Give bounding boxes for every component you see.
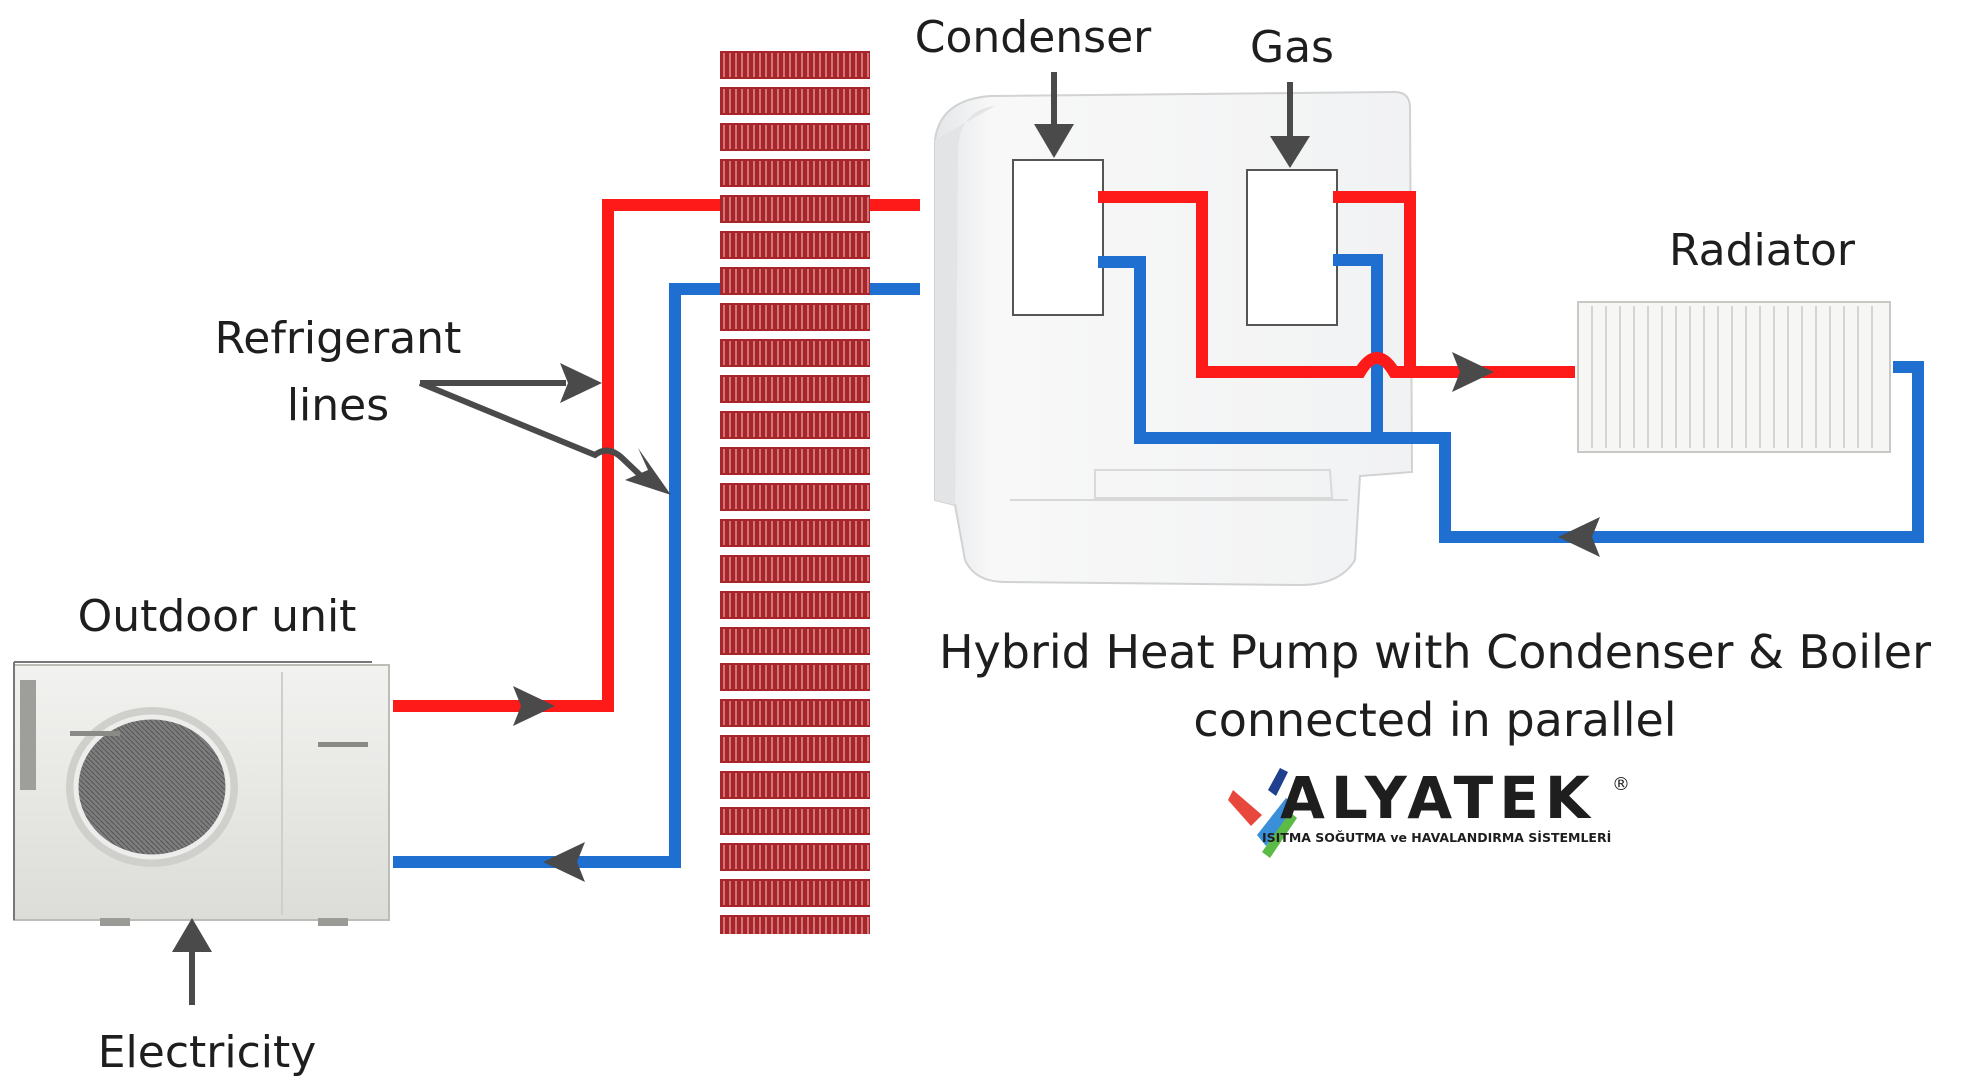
pointer-arrow-electricity bbox=[172, 918, 212, 952]
flow-arrow-return bbox=[1558, 517, 1600, 557]
label-gas: Gas bbox=[1250, 22, 1334, 73]
outdoor-unit bbox=[13, 661, 390, 926]
label-condenser: Condenser bbox=[915, 12, 1152, 63]
label-electricity: Electricity bbox=[98, 1027, 317, 1078]
flow-arrow-outdoor-in bbox=[543, 842, 585, 882]
logo-brand-text: ALYATEK bbox=[1280, 764, 1596, 832]
flow-arrow-to-radiator bbox=[1452, 352, 1494, 392]
logo-tagline: ISITMA SOĞUTMA ve HAVALANDIRMA SİSTEMLER… bbox=[1262, 830, 1611, 845]
gas-box bbox=[1246, 169, 1338, 326]
caption-line-1: Hybrid Heat Pump with Condenser & Boiler bbox=[939, 625, 1931, 679]
logo-mark bbox=[1228, 790, 1262, 826]
gas-return-line bbox=[1333, 254, 1383, 438]
radiator bbox=[1577, 301, 1891, 453]
pointer-arrow-refrigerant-blue bbox=[625, 448, 671, 495]
refrigerant-hot-line bbox=[393, 199, 720, 712]
label-radiator: Radiator bbox=[1669, 225, 1856, 276]
pointer-arrow-condenser bbox=[1034, 124, 1074, 158]
caption-line-2: connected in parallel bbox=[1193, 693, 1676, 747]
pointer-arrow-gas bbox=[1270, 136, 1310, 168]
refrigerant-return-line bbox=[393, 283, 720, 868]
pointer-arrow-refrigerant-red bbox=[560, 363, 602, 403]
alyatek-logo: ALYATEK ISITMA SOĞUTMA ve HAVALANDIRMA S… bbox=[1228, 764, 1630, 858]
gas-flow-line bbox=[1333, 191, 1416, 372]
condenser-flow-line bbox=[1098, 191, 1575, 378]
label-refrigerant: Refrigerant bbox=[215, 313, 462, 364]
fan-grille bbox=[66, 707, 238, 867]
water-return-line bbox=[1098, 256, 1924, 543]
flow-arrow-outdoor-out bbox=[513, 686, 555, 726]
label-lines: lines bbox=[287, 380, 389, 431]
label-outdoor-unit: Outdoor unit bbox=[78, 591, 357, 642]
logo-registered-mark: ® bbox=[1612, 774, 1630, 795]
brick-wall bbox=[720, 48, 870, 934]
boiler-unit bbox=[934, 90, 1414, 587]
condenser-box bbox=[1012, 159, 1104, 316]
